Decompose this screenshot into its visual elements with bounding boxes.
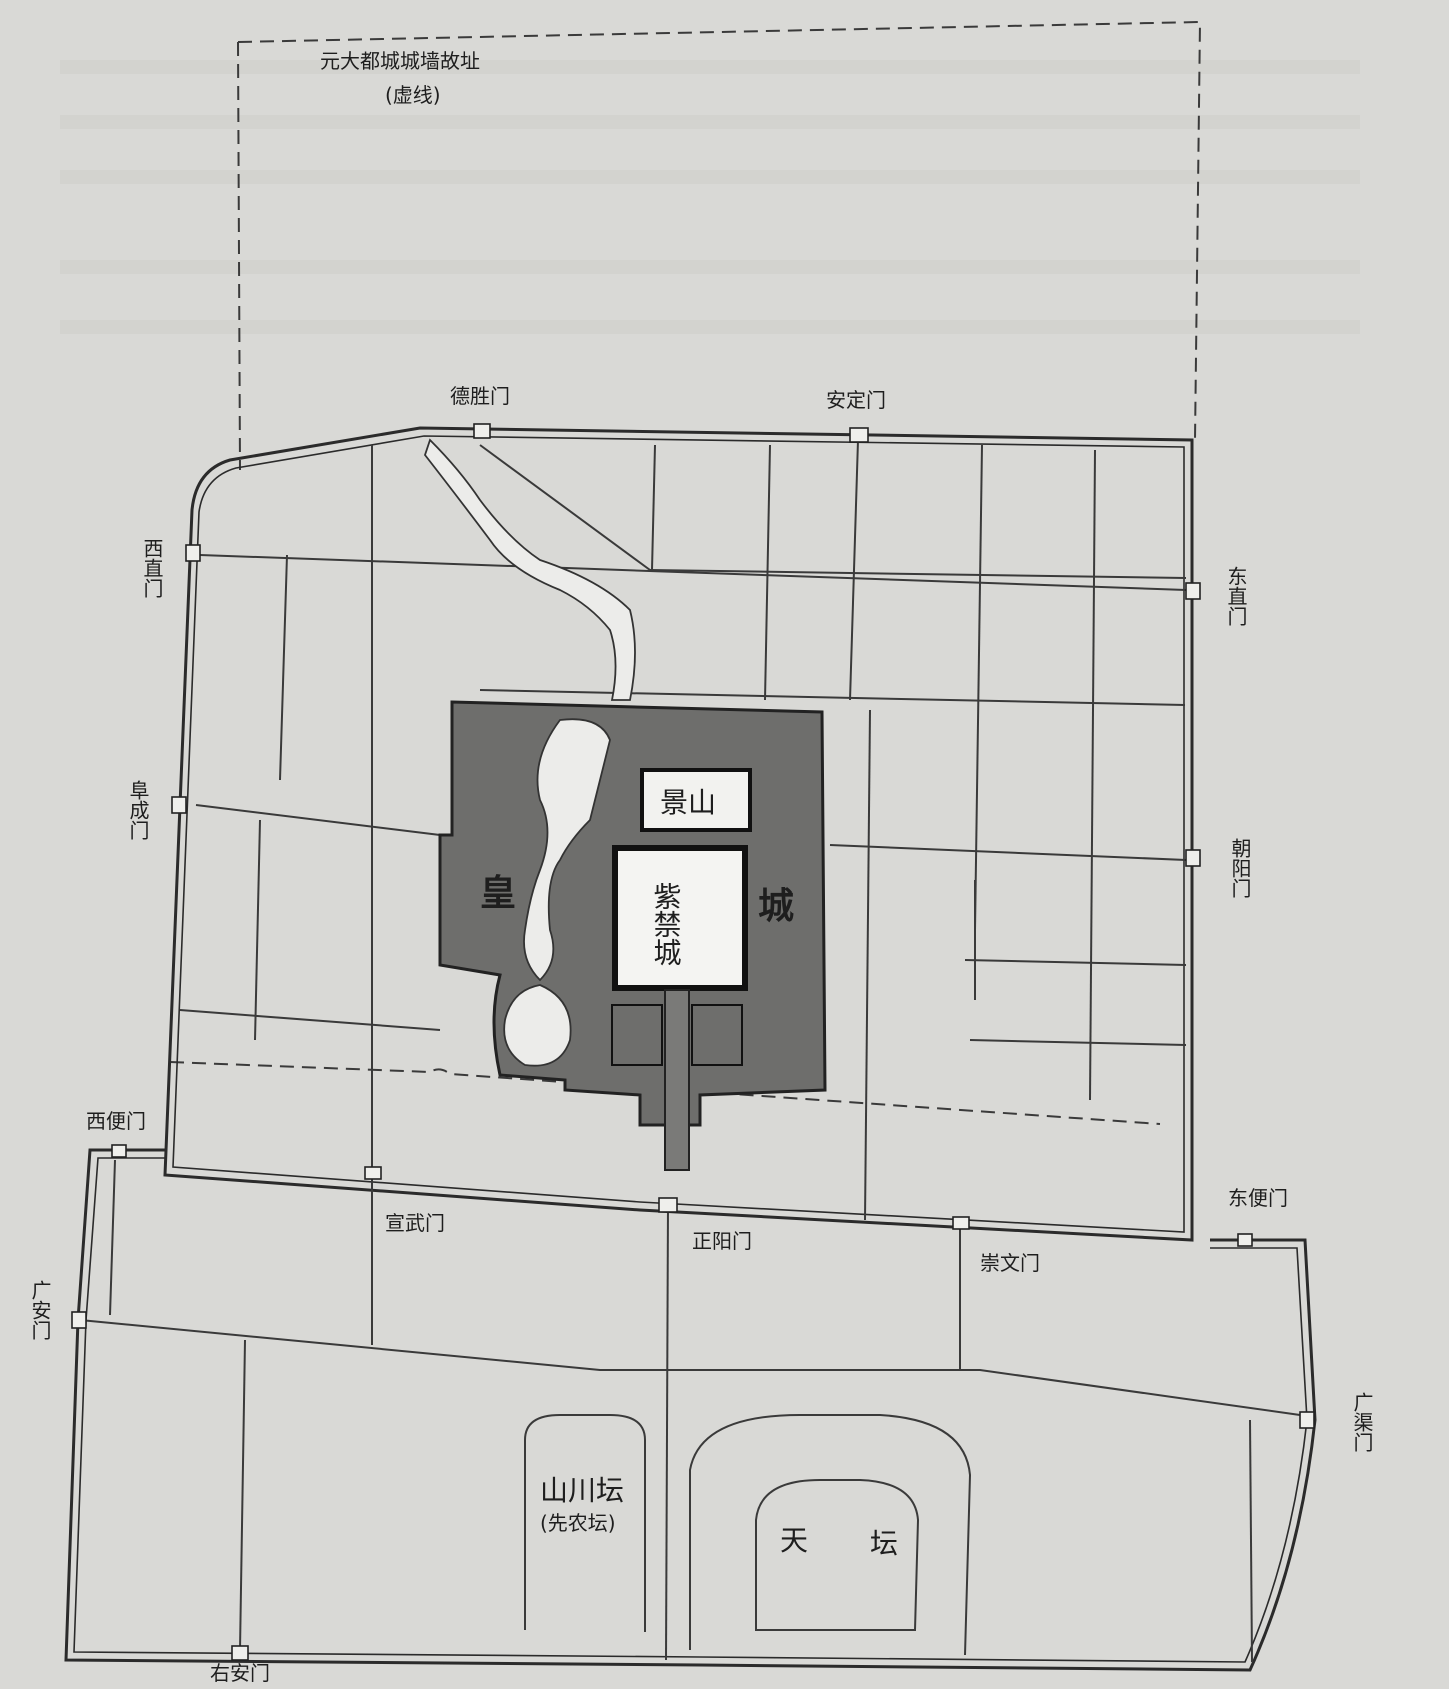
xizhimen-label: 西直门: [140, 538, 164, 598]
tiantan-label-tan: 坛: [870, 1527, 898, 1560]
gate-xibian: [111, 1144, 127, 1158]
gate-xuanwu: [364, 1166, 382, 1180]
gate-chongwen: [952, 1216, 970, 1230]
jingshan-label: 景山: [660, 786, 716, 819]
xibianmen-label: 西便门: [86, 1109, 146, 1133]
tiantan-outer-boundary: [689, 1414, 972, 1656]
forbidden-city-south-courts: [611, 989, 743, 1171]
shanchuantan-label: 山川坛: [540, 1474, 624, 1507]
fuchengmen-label: 阜成门: [126, 780, 150, 840]
gate-guangan: [71, 1311, 87, 1329]
chongwenmen-label: 崇文门: [980, 1251, 1040, 1275]
outer-city-wall: [64, 1148, 1317, 1672]
imperial-city-label-huang: 皇: [480, 873, 516, 914]
guangqumen-label: 广渠门: [1350, 1392, 1374, 1452]
jingshan-block: [640, 768, 752, 832]
yuan-dadu-wall-dashed: [237, 20, 1202, 471]
inner-city-wall-inner: [172, 435, 1185, 1233]
gate-chaoyang: [1185, 849, 1201, 867]
beihai-lake: [523, 718, 611, 982]
guanganmen-label: 广安门: [28, 1280, 52, 1340]
gate-dongbian: [1237, 1233, 1253, 1247]
shanchuantan-boundary: [524, 1414, 646, 1632]
inner-city-streets: [179, 439, 1187, 1221]
forbidden-city-label: 紫禁城: [650, 882, 683, 966]
gate-zhengyang: [658, 1197, 678, 1213]
gate-guangqu: [1299, 1411, 1315, 1429]
shichahai-lake: [423, 438, 636, 701]
old-wall-label: 元大都城城墙故址: [320, 49, 480, 73]
xuanwumen-label: 宣武门: [385, 1211, 445, 1235]
gate-youan: [231, 1645, 249, 1661]
gate-fucheng: [171, 796, 187, 814]
dongzhimen-label: 东直门: [1224, 566, 1248, 626]
andingmen-label: 安定门: [826, 388, 886, 412]
inner-city-wall: [163, 426, 1194, 1242]
zhengyangmen-label: 正阳门: [692, 1229, 752, 1253]
dongbianmen-label: 东便门: [1228, 1186, 1288, 1210]
chaoyangmen-label: 朝阳门: [1228, 838, 1252, 898]
xizhimen-label-group: 西直门: [140, 538, 164, 598]
outer-city-wall-inner: [73, 1157, 1308, 1663]
gate-dongzhi: [1185, 582, 1201, 600]
gate-xizhi: [185, 544, 201, 562]
imperial-city-label-cheng: 城: [758, 886, 794, 927]
yuan-dadu-south-wall-dashed: [169, 1061, 1161, 1125]
outer-city-streets: [79, 1159, 1301, 1663]
gate-anding: [849, 427, 869, 443]
forbidden-city-block: [612, 845, 748, 991]
xiannongtan-label: (先农坛): [540, 1511, 616, 1535]
bleed-through-text: [60, 60, 1360, 334]
zhongnanhai-lake: [503, 984, 572, 1067]
gates: [71, 423, 1315, 1661]
old-wall-note: (虚线): [385, 83, 441, 107]
tiantan-label-tian: 天: [780, 1524, 808, 1557]
youanmen-label: 右安门: [210, 1661, 270, 1685]
deshengmen-label: 德胜门: [450, 384, 510, 408]
gate-desheng: [473, 423, 491, 439]
tiantan-inner-boundary: [755, 1479, 920, 1631]
